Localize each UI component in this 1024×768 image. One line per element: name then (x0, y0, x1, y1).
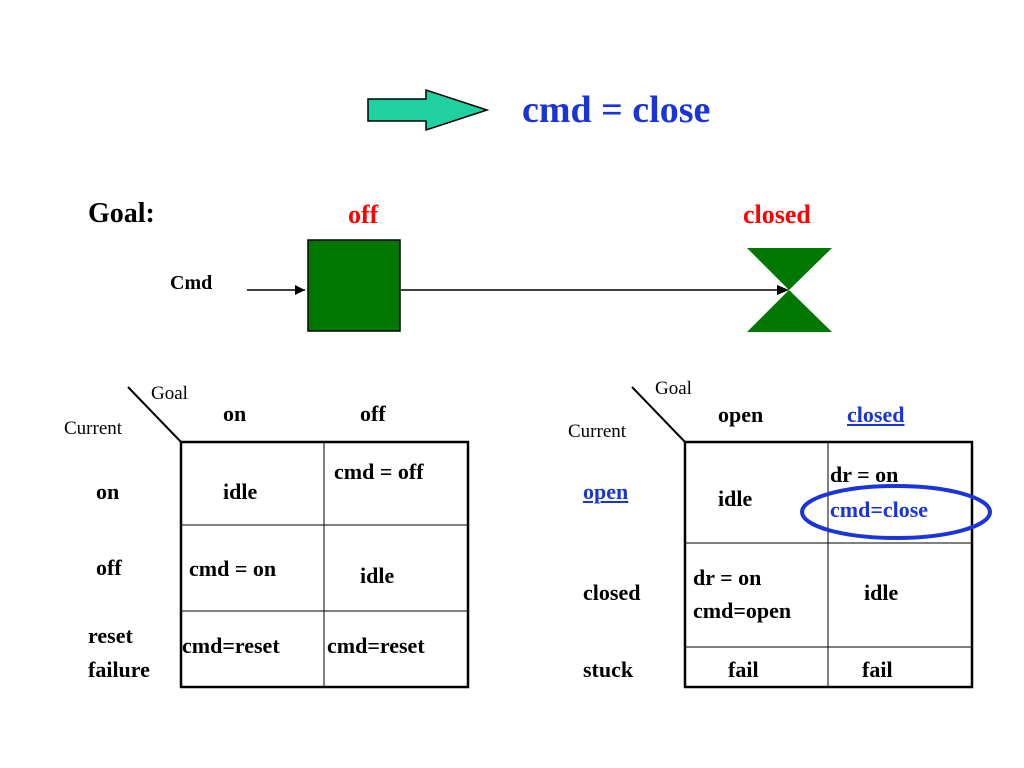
left-cell-off-on: cmd = on (189, 556, 277, 581)
left-col-on: on (223, 401, 247, 426)
left-cell-on-off: cmd = off (334, 459, 424, 484)
left-row-on: on (96, 479, 120, 504)
left-table-diagonal (127, 386, 182, 443)
right-row-stuck: stuck (583, 657, 634, 682)
goal-off-label: off (348, 200, 379, 229)
left-row-off: off (96, 555, 122, 580)
right-row-closed: closed (583, 580, 641, 605)
right-cell-open-closed-line2: cmd=close (830, 497, 929, 522)
switch-block (307, 239, 401, 332)
left-cell-reset-on: cmd=reset (182, 633, 280, 658)
left-current-header: Current (64, 418, 123, 439)
right-cell-stuck-closed: fail (862, 657, 893, 682)
goal-label: Goal: (88, 198, 155, 229)
left-row-failure: failure (88, 657, 150, 682)
right-cell-open-open: idle (718, 486, 753, 511)
left-cell-on-on: idle (223, 479, 258, 504)
right-cell-closed-open-line2: cmd=open (693, 598, 792, 623)
valve-bottom-icon (747, 290, 832, 332)
left-cell-off-off: idle (360, 563, 395, 588)
right-cell-open-closed-line1: dr = on (830, 462, 899, 487)
right-table-diagonal (631, 386, 686, 443)
right-goal-header: Goal (655, 378, 692, 399)
right-col-closed[interactable]: closed (847, 402, 905, 427)
cmd-label: Cmd (170, 272, 213, 294)
left-row-reset: reset (88, 623, 133, 648)
right-current-header: Current (568, 421, 627, 442)
right-row-open[interactable]: open (583, 479, 629, 504)
right-arrow-icon (367, 88, 490, 132)
left-col-off: off (360, 401, 386, 426)
connection-arrowhead-icon (777, 285, 789, 295)
valve-top-icon (747, 248, 832, 290)
left-goal-header: Goal (151, 383, 188, 404)
right-cell-closed-closed: idle (864, 580, 899, 605)
cmd-arrowhead-icon (295, 285, 305, 295)
page-title: cmd = close (522, 89, 711, 131)
right-cell-stuck-open: fail (728, 657, 759, 682)
right-col-open: open (718, 402, 764, 427)
goal-closed-label: closed (743, 200, 811, 229)
highlight-ellipse (800, 484, 992, 540)
right-cell-closed-open-line1: dr = on (693, 565, 762, 590)
left-cell-reset-off: cmd=reset (327, 633, 425, 658)
